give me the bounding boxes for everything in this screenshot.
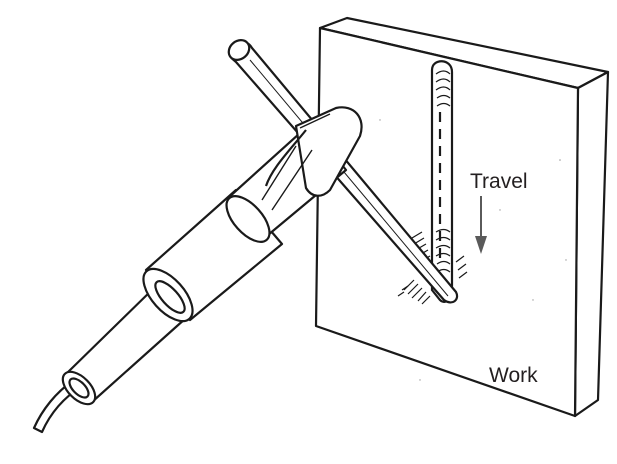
work-block-side	[573, 70, 610, 418]
holder-jaw	[294, 106, 363, 197]
electrode-holder	[32, 106, 363, 434]
work-surface-texture	[379, 119, 567, 381]
arc-spatter	[397, 231, 468, 305]
work-block	[314, 16, 610, 418]
travel-label: Travel	[470, 170, 528, 193]
travel-arrow	[475, 196, 487, 254]
work-label: Work	[489, 364, 538, 387]
weld-bead	[430, 60, 454, 303]
